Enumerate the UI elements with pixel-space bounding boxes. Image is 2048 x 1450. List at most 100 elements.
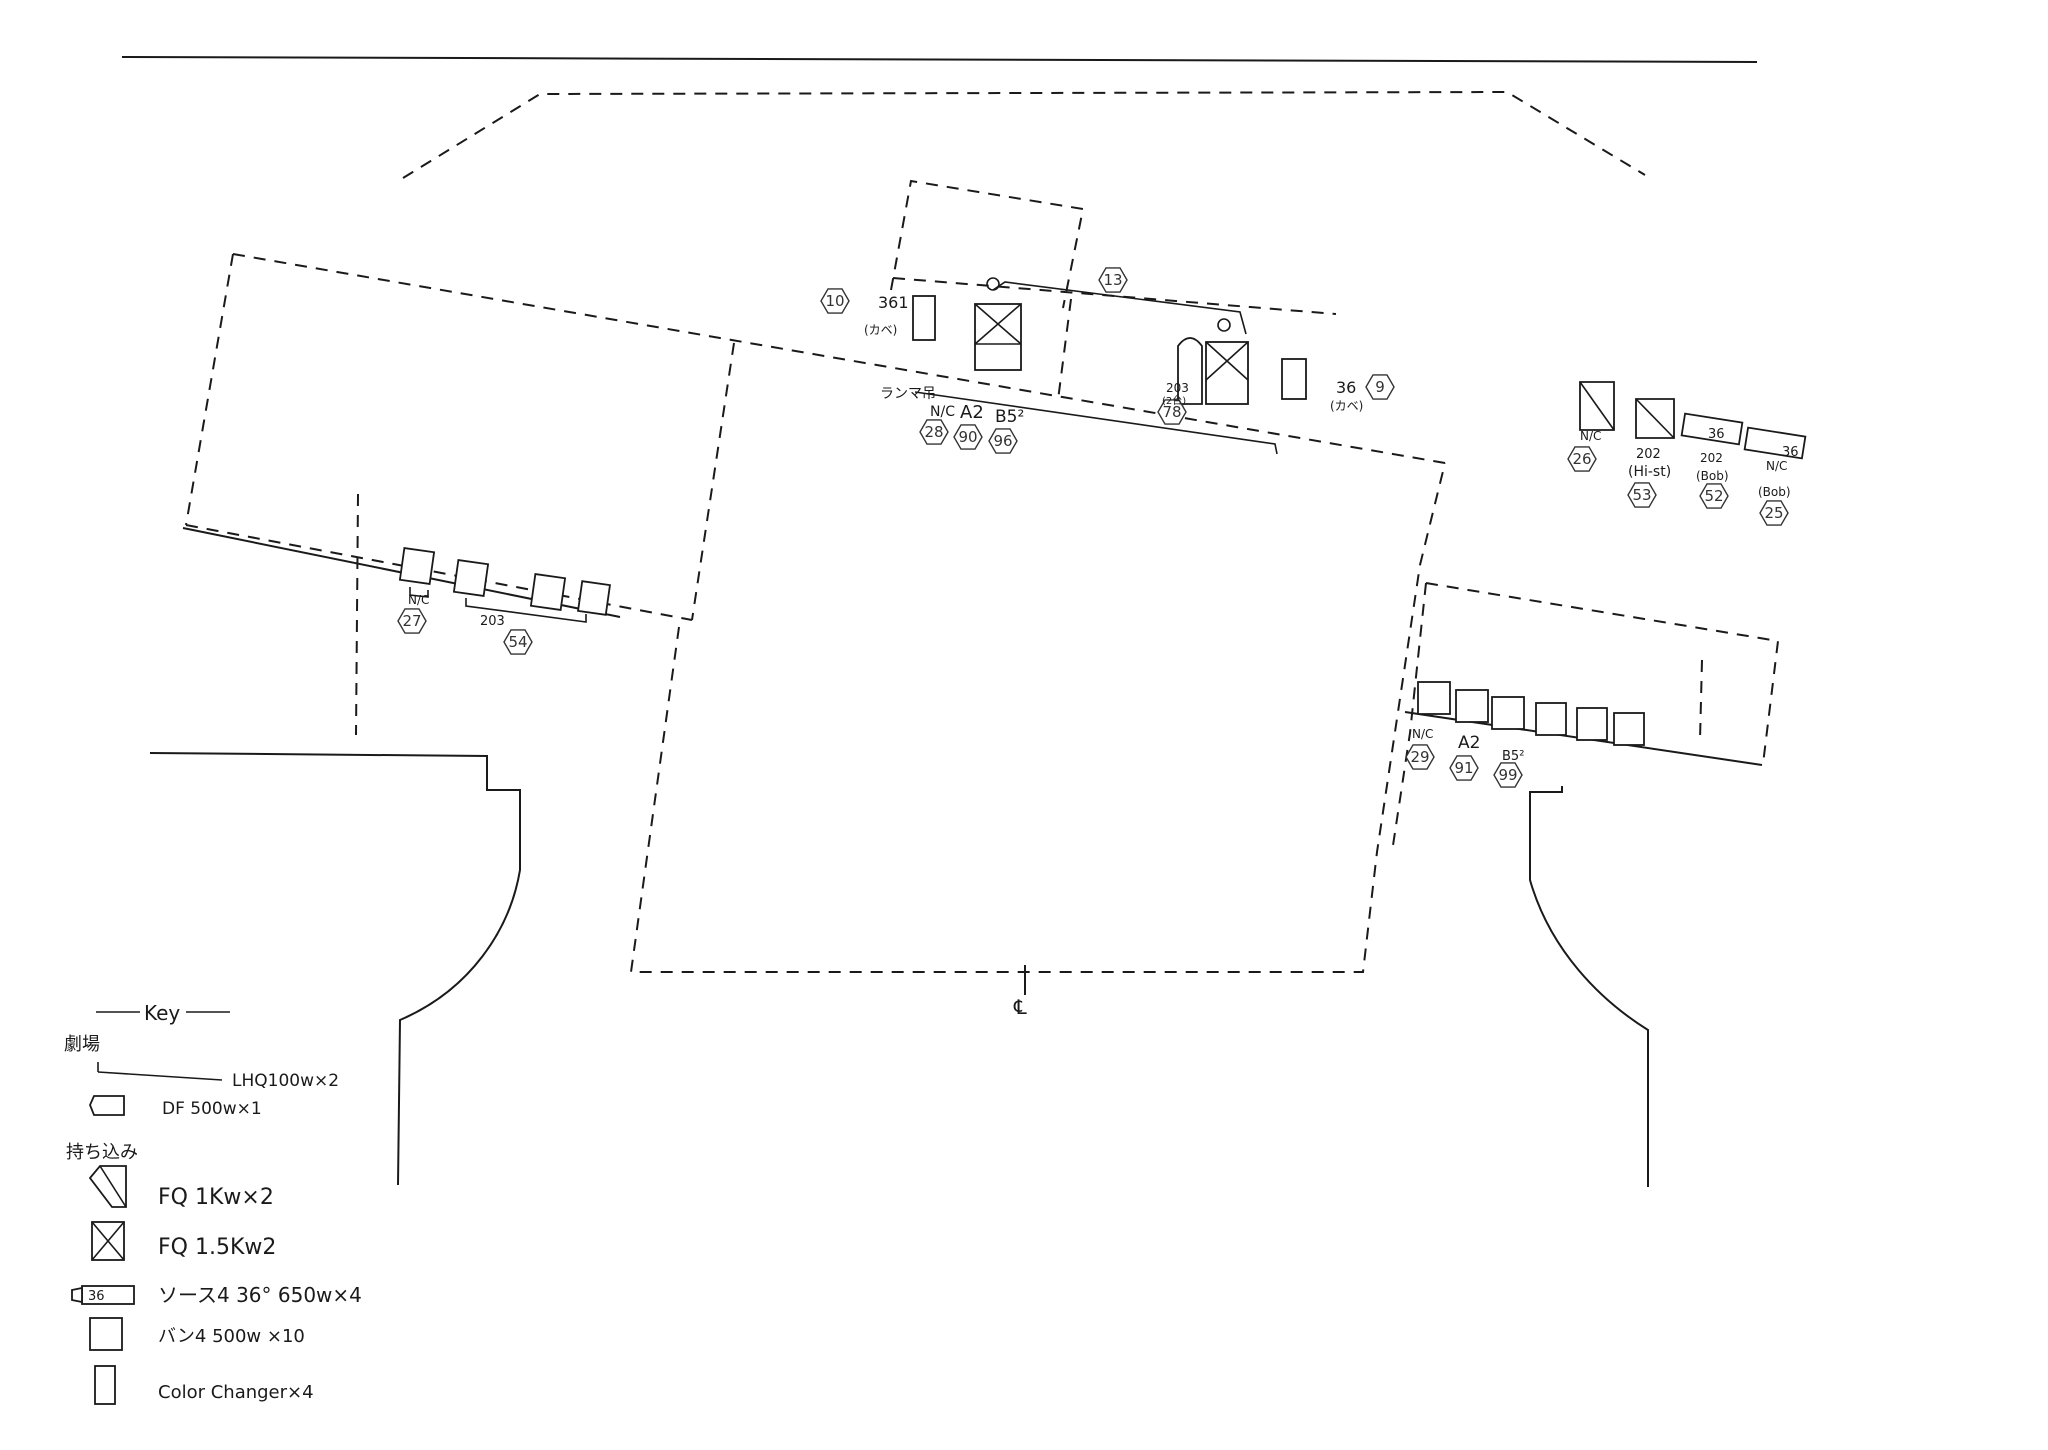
hex-rl-29-label: 29 [1410,748,1429,766]
proscenium-right [1529,786,1649,1187]
hex-fq-78-shape [1157,399,1187,425]
rl-fixture-4 [1535,702,1567,736]
hex-group-28-shape [919,419,949,445]
rt-tag-3: 36 [1708,427,1725,442]
group-label-a2: A2 [960,402,984,423]
key-source4-lens [71,1286,83,1304]
hex-group-96-shape [988,428,1018,454]
rt-tag-4: 36 [1782,445,1799,460]
rt-sublabel-3: (Bob) [1696,469,1729,483]
top-right-fixture-sublabel: (カベ) [1330,399,1363,413]
rl-fixture-2 [1455,689,1489,723]
top-right-fixture-label: 36 [1336,378,1356,397]
key-fq1-icon [88,1165,127,1208]
key-fq15-diag-b [91,1221,125,1261]
rt-label-4: N/C [1766,459,1787,473]
rl-fixture-1 [1417,681,1451,715]
left-bracket-1 [409,587,429,598]
rt-fixture-3 [1680,412,1744,446]
key-section-theatre: 劇場 [64,1034,100,1055]
ranma-line [914,391,1278,455]
left-group-label: 203 [480,614,505,629]
hex-left-54-shape [503,629,533,655]
hex-rl-99-shape [1493,762,1523,788]
left-bracket-2 [465,598,587,623]
top-border-line [121,56,1758,63]
rt-fixture-4 [1743,426,1807,460]
key-title: Key [144,1001,180,1025]
fq-right-sublabel: (2台) [1162,394,1186,407]
bridge-right-dot [1217,318,1231,332]
key-df-icon [89,1095,125,1116]
rl-label-3: B5² [1502,749,1524,764]
centerline-label: ℄ [1013,995,1027,1019]
key-section-brought: 持ち込み [66,1142,138,1163]
hex-rl-99-label: 99 [1498,766,1517,784]
upper-stage-box [890,179,1085,309]
upper-inner-vert [1057,298,1072,401]
stage-outline [629,462,1446,973]
rl-label-1: N/C [1412,727,1433,741]
rt-fixture-1-diag [1579,381,1615,431]
hex-rt-25-label: 25 [1764,504,1783,522]
left-fixture-3 [529,573,567,611]
key-item-source4: ソース4 36° 650w×4 [158,1283,362,1307]
top-fixture-left [912,295,936,341]
ceiling-outline [402,90,1646,179]
upper-inner-dash [892,277,1337,315]
hex-rt-52-shape [1699,483,1729,509]
fq-right-label: 203 [1166,381,1189,395]
key-item-color-changer: Color Changer×4 [158,1382,314,1403]
pipe-line-top [232,253,1446,464]
key-item-fq1: FQ 1Kw×2 [158,1185,274,1210]
rl-fixture-5 [1576,707,1608,741]
hex-group-96-label: 96 [993,432,1012,450]
left-nc-label: N/C [408,593,429,607]
top-left-fixture-sublabel: (カベ) [864,323,897,337]
fq15-right [1205,341,1249,405]
left-wall-dash [185,253,234,526]
hex-left-10-label: 10 [825,292,844,310]
left-fixture-4 [577,580,611,616]
key-tall-icon [94,1365,116,1405]
rl-label-2: A2 [1458,733,1480,753]
rl-fixture-6 [1613,712,1645,746]
hex-right-9-label: 9 [1375,378,1385,396]
key-fq1-diag [99,1165,127,1208]
rt-label-1: N/C [1580,429,1601,443]
rt-label-3: 202 [1700,451,1723,465]
hex-group-28-label: 28 [924,423,943,441]
stage-left-top [691,342,735,621]
right-inner-dash [1699,659,1703,741]
key-box-icon [89,1317,123,1351]
fq15-right-cross-b [1205,341,1249,381]
hex-rt-53-shape [1627,482,1657,508]
hex-left-27-label: 27 [402,612,421,630]
key-source4-icon-label: 36 [88,1289,105,1304]
bridge-line [992,281,1247,335]
hex-rt-52-label: 52 [1704,487,1723,505]
hex-left-27-shape [397,608,427,634]
hex-right-9-shape [1365,374,1395,400]
left-fixture-2 [452,559,490,597]
hex-rt-25-shape [1759,500,1789,526]
left-fixture-1 [398,547,436,585]
key-item-lhq: LHQ100w×2 [232,1071,339,1091]
rl-fixture-3 [1491,696,1525,730]
fq15-left-cross-b [974,303,1022,345]
hex-left-54-label: 54 [508,633,527,651]
rt-sublabel-2: (Hi-st) [1628,464,1671,480]
hex-group-90-label: 90 [958,428,977,446]
hex-bridge-13-label: 13 [1103,271,1122,289]
right-drop-dash [1391,582,1427,853]
top-left-fixture-label: 361 [878,293,909,312]
key-item-df: DF 500w×1 [162,1099,262,1119]
hex-rt-53-label: 53 [1632,486,1651,504]
hex-rl-29-shape [1405,744,1435,770]
group-label-nc: N/C [930,404,955,420]
key-item-fq15: FQ 1.5Kw2 [158,1235,276,1260]
left-drop-dash [355,493,359,736]
left-bottom-dash [185,524,693,621]
